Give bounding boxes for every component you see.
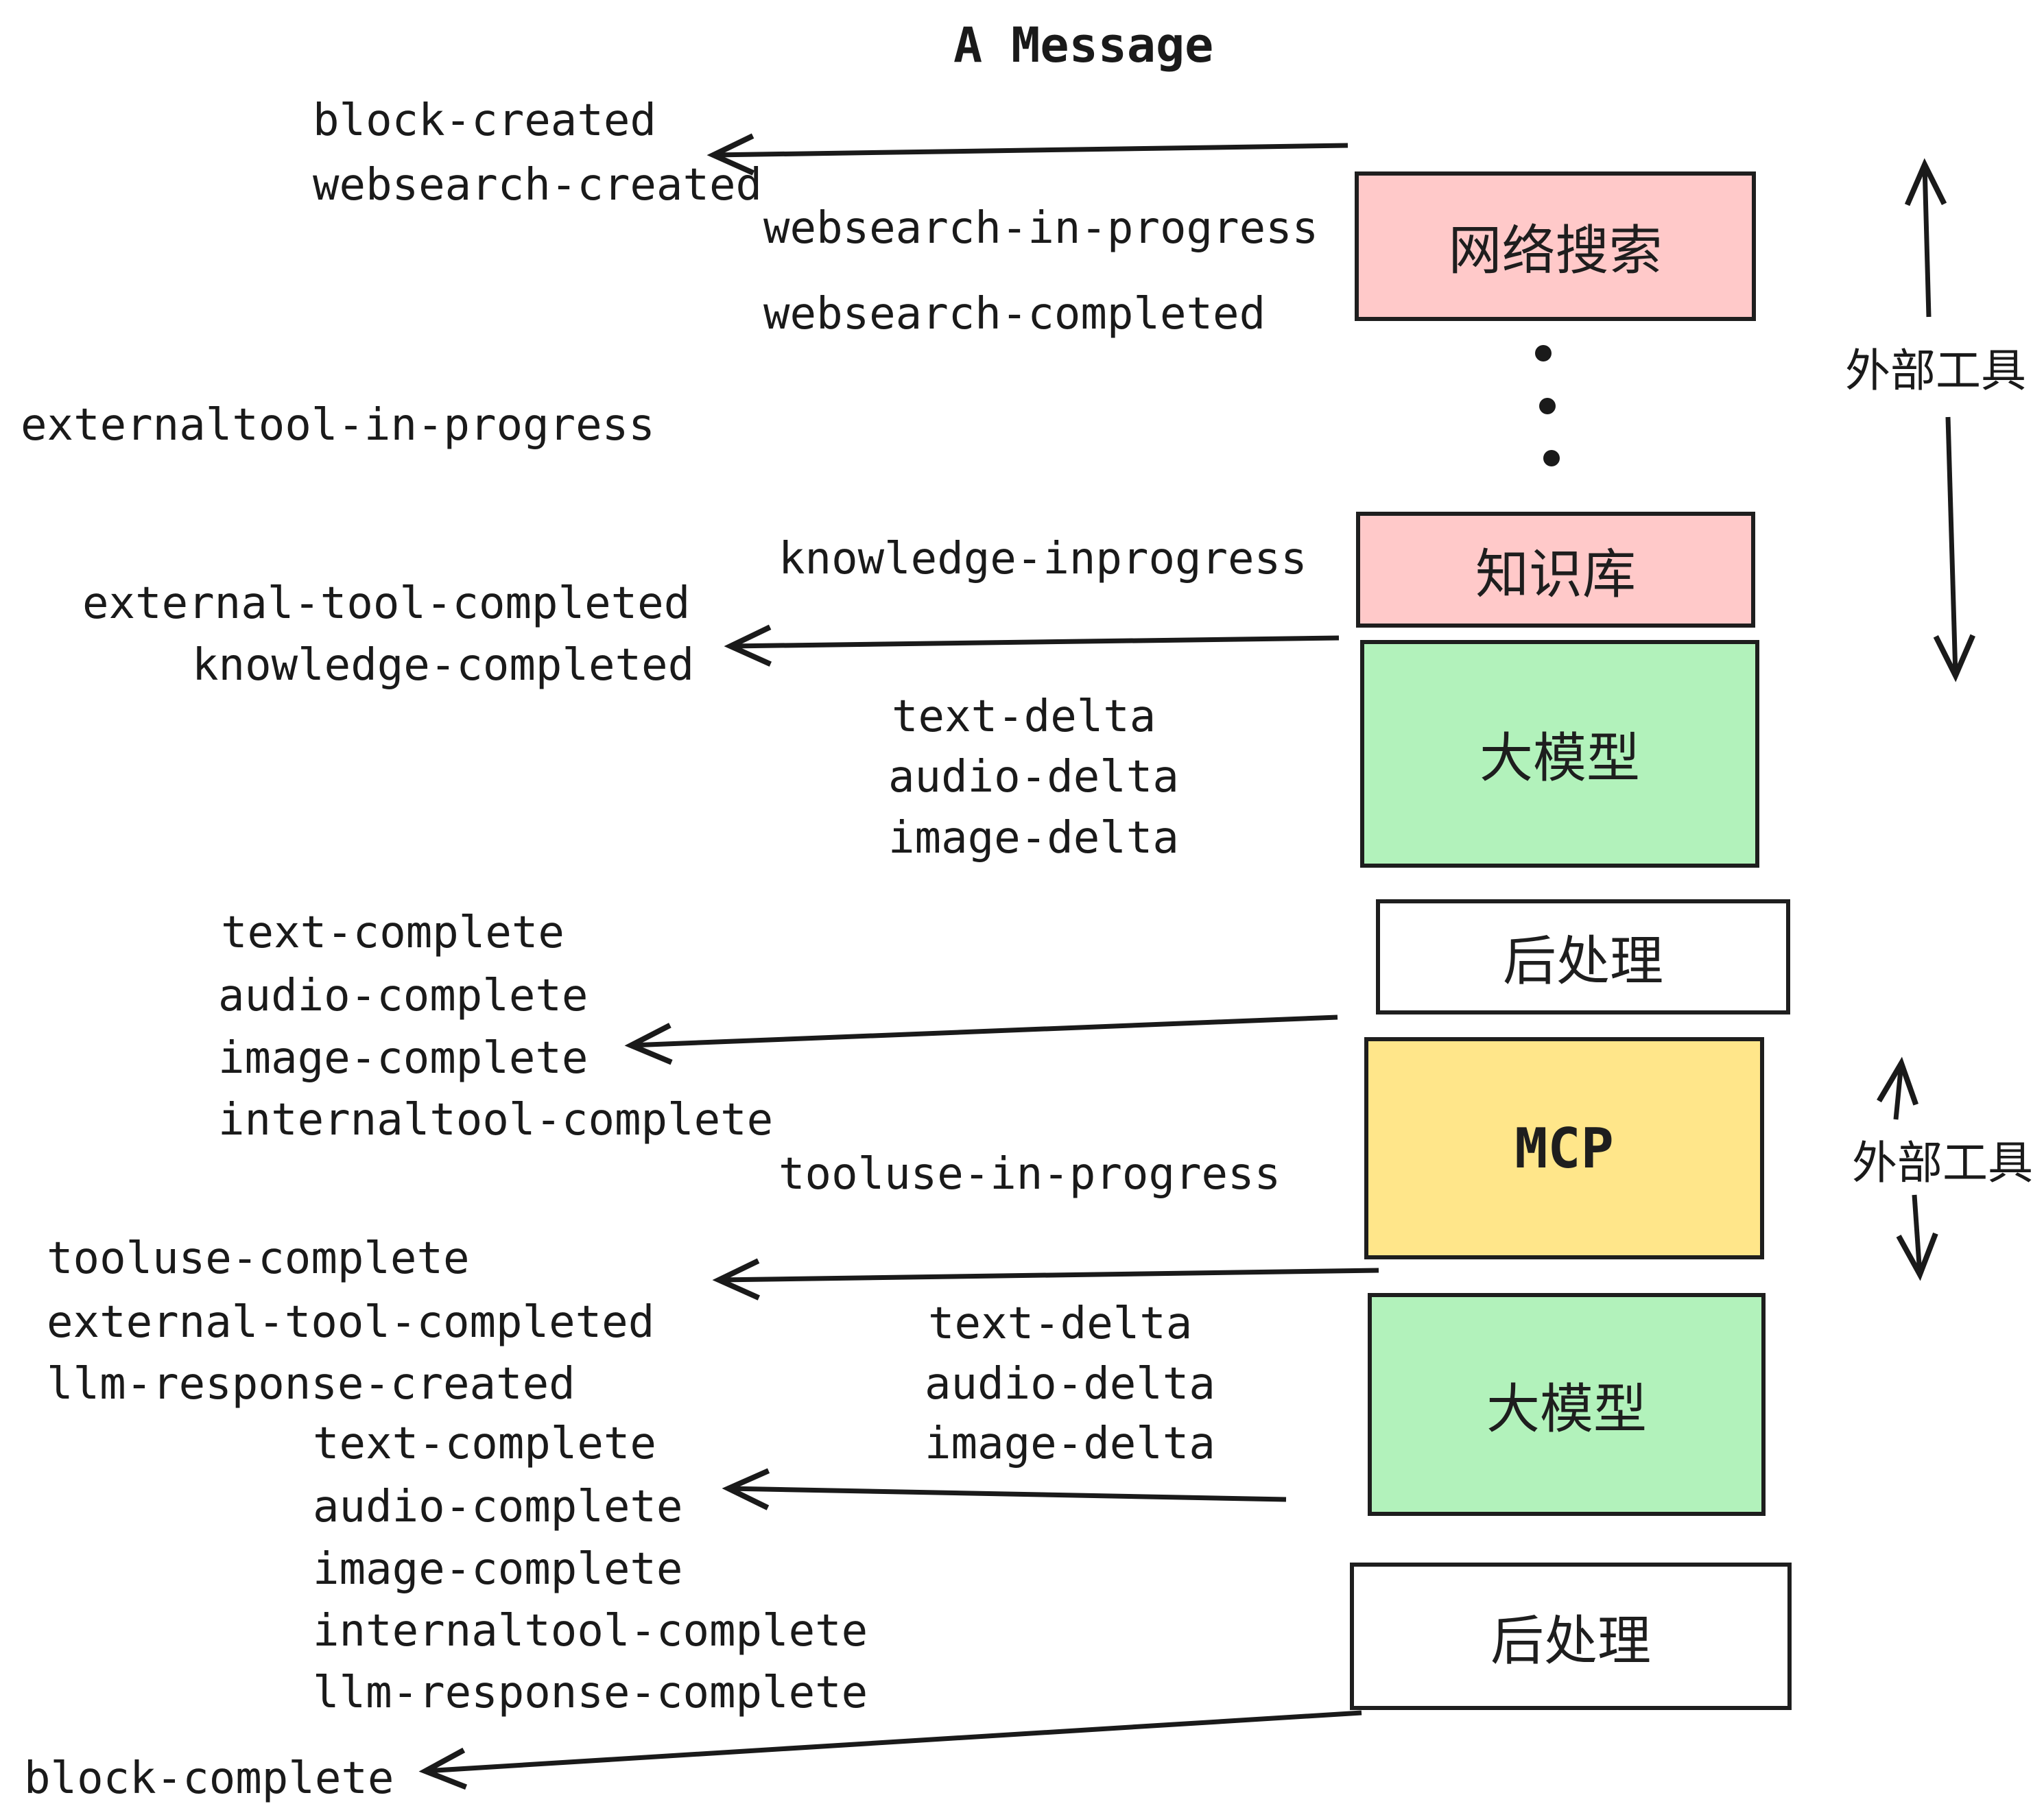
event-label-block-complete: block-complete [24, 1753, 394, 1804]
page-title: A Message [953, 17, 1214, 73]
box-post-process-2: 后处理 [1350, 1563, 1792, 1710]
ellipsis-dots [1535, 345, 1560, 466]
event-label-websearch-created: websearch-created [313, 160, 763, 211]
event-label-websearch-in-progress: websearch-in-progress [763, 203, 1319, 254]
event-label-text-complete-2: text-complete [313, 1419, 656, 1469]
box-post-process-1: 后处理 [1376, 899, 1790, 1014]
arrow-external-tools-down-1 [1933, 416, 1975, 683]
event-label-llm-response-complete: llm-response-complete [313, 1667, 868, 1718]
event-label-internaltool-complete-1: internaltool-complete [218, 1095, 774, 1146]
event-label-knowledge-inprogress: knowledge-inprogress [779, 534, 1307, 584]
arrow-knowledge-completed [724, 624, 1340, 667]
event-label-audio-complete-1: audio-complete [218, 971, 589, 1021]
arrow-block-created [706, 133, 1348, 176]
event-label-text-delta-2: text-delta [928, 1298, 1193, 1349]
event-label-text-delta-1: text-delta [892, 691, 1156, 742]
event-label-external-tool-completed-2: external-tool-completed [47, 1297, 655, 1348]
event-label-image-complete-1: image-complete [218, 1033, 589, 1084]
arrow-external-tools-down-2 [1896, 1194, 1938, 1281]
box-knowledge-base: 知识库 [1356, 512, 1755, 628]
event-label-audio-delta-2: audio-delta [925, 1359, 1215, 1410]
side-label-external-tools-2: 外部工具 [1852, 1137, 2033, 1189]
arrow-block-complete [418, 1710, 1362, 1790]
box-llm-1: 大模型 [1360, 640, 1759, 868]
event-label-image-delta-2: image-delta [925, 1419, 1215, 1469]
event-label-internaltool-complete-2: internaltool-complete [313, 1606, 868, 1657]
arrow-external-tools-up-1 [1904, 158, 1947, 318]
box-web-search: 网络搜索 [1355, 171, 1756, 321]
event-label-websearch-completed: websearch-completed [763, 289, 1266, 340]
event-label-tooluse-complete: tooluse-complete [47, 1233, 470, 1284]
event-label-tooluse-in-progress: tooluse-in-progress [779, 1149, 1281, 1200]
arrow-audio-complete [722, 1468, 1287, 1510]
box-llm-2: 大模型 [1368, 1293, 1766, 1516]
arrow-external-tool-completed [712, 1258, 1379, 1301]
event-label-audio-complete-2: audio-complete [313, 1482, 683, 1532]
event-label-audio-delta-1: audio-delta [888, 752, 1179, 803]
arrow-external-tools-up-2 [1877, 1056, 1919, 1120]
event-label-image-complete-2: image-complete [313, 1544, 683, 1595]
box-mcp: MCP [1364, 1037, 1764, 1259]
event-label-externaltool-in-progress: externaltool-in-progress [21, 400, 655, 451]
side-label-external-tools-1: 外部工具 [1845, 344, 2026, 397]
arrow-image-complete [624, 1014, 1338, 1065]
event-label-block-created: block-created [313, 95, 656, 146]
event-label-image-delta-1: image-delta [888, 813, 1179, 864]
event-label-external-tool-completed: external-tool-completed [82, 578, 691, 629]
event-label-knowledge-completed: knowledge-completed [192, 640, 695, 691]
event-label-text-complete-1: text-complete [221, 907, 565, 958]
event-label-llm-response-created: llm-response-created [47, 1359, 575, 1410]
